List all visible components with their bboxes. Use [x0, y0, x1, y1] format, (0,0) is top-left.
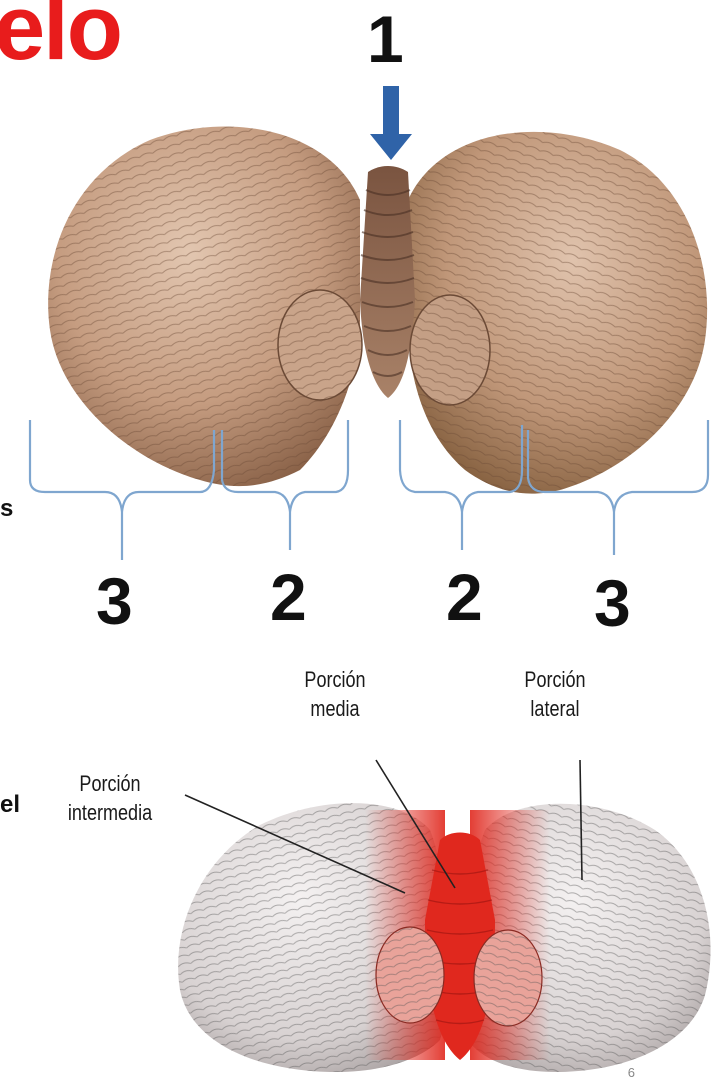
slide-number: 6 — [628, 1065, 635, 1080]
down-arrow-icon — [370, 86, 412, 160]
edge-text-fragment-el: el — [0, 793, 20, 817]
edge-text-fragment-s: s — [0, 497, 13, 521]
cerebellum-top-illustration — [48, 127, 707, 494]
label-number-2-left: 2 — [270, 564, 307, 630]
label-porcion-intermedia: Porción intermedia — [57, 770, 164, 827]
label-number-3-right: 3 — [594, 570, 631, 636]
label-porcion-media: Porción media — [290, 666, 380, 723]
label-number-2-right: 2 — [446, 564, 483, 630]
label-porcion-lateral: Porción lateral — [510, 666, 600, 723]
label-number-3-left: 3 — [96, 568, 133, 634]
cerebellum-bottom-illustration — [178, 803, 710, 1072]
